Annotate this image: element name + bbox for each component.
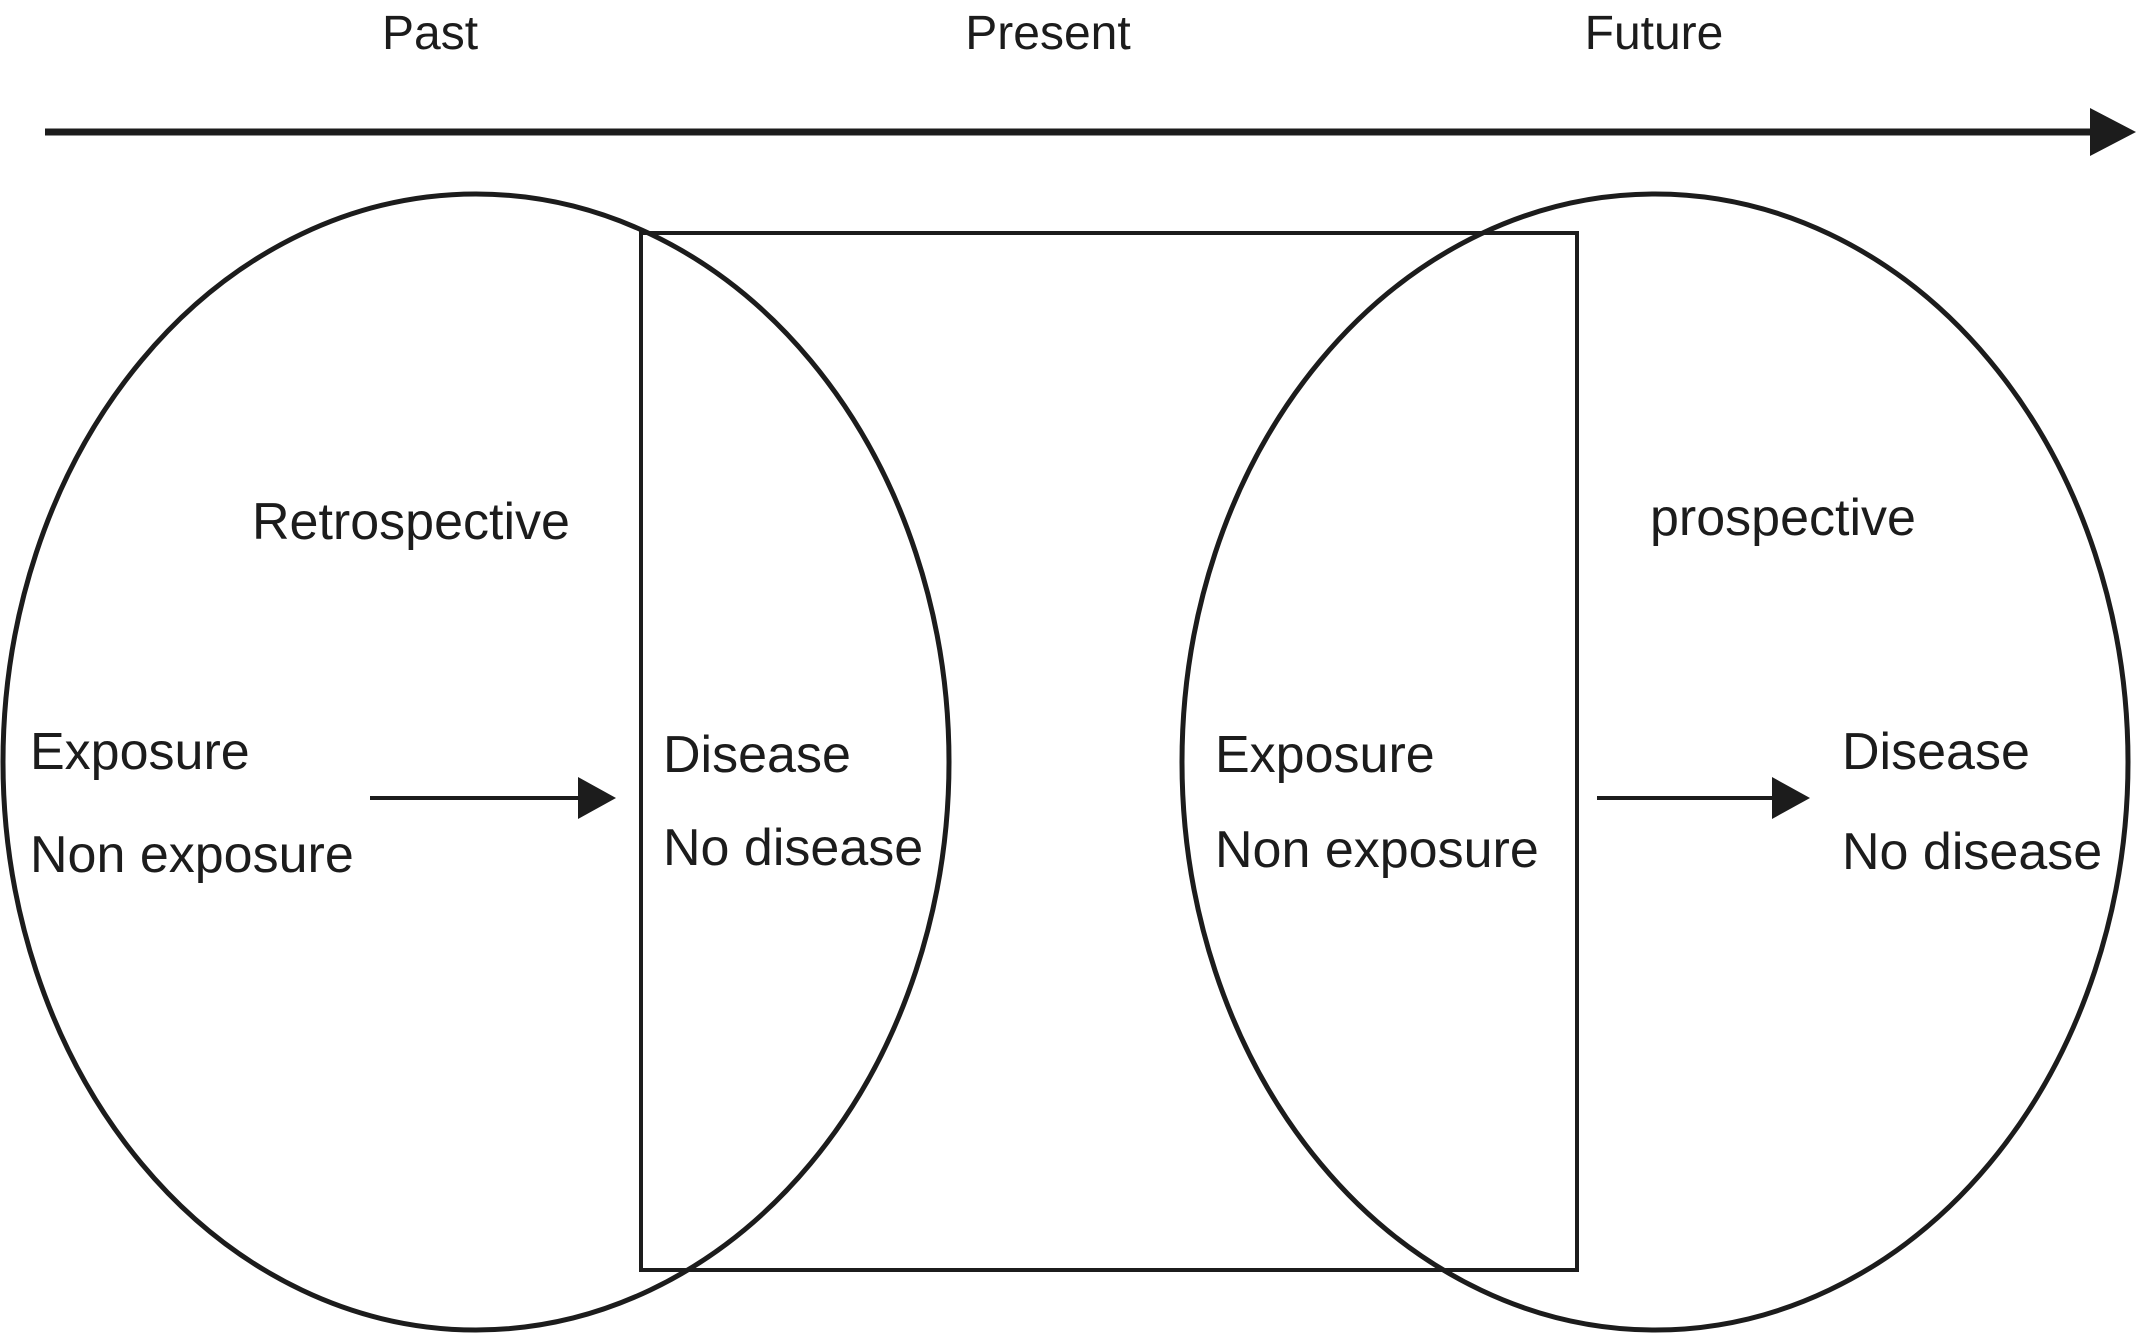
prospective-title: prospective [1650, 489, 1916, 547]
retrospective-disease-label: Disease [663, 726, 851, 784]
prospective-causal-arrow [1597, 777, 1810, 819]
timeline-label-present: Present [965, 7, 1131, 60]
retrospective-title: Retrospective [252, 493, 570, 551]
prospective-no-disease-label: No disease [1842, 823, 2103, 881]
retrospective-non-exposure-label: Non exposure [30, 826, 354, 884]
timeline-arrowhead-icon [2090, 108, 2136, 156]
timeline-label-past: Past [381, 7, 479, 60]
timeline-label-future: Future [1584, 7, 1724, 60]
retrospective-ellipse [0, 191, 952, 1333]
retrospective-no-disease-label: No disease [663, 819, 924, 877]
prospective-exposure-label: Exposure [1215, 726, 1435, 784]
prospective-non-exposure-label: Non exposure [1215, 821, 1539, 879]
timeline-arrow [45, 108, 2136, 156]
prospective-ellipse [1179, 191, 2131, 1333]
retrospective-causal-arrow [370, 777, 616, 819]
retrospective-arrowhead-icon [578, 777, 616, 819]
present-rectangle [639, 231, 1579, 1272]
prospective-arrowhead-icon [1772, 777, 1810, 819]
retrospective-exposure-label: Exposure [30, 723, 250, 781]
prospective-disease-label: Disease [1842, 723, 2030, 781]
